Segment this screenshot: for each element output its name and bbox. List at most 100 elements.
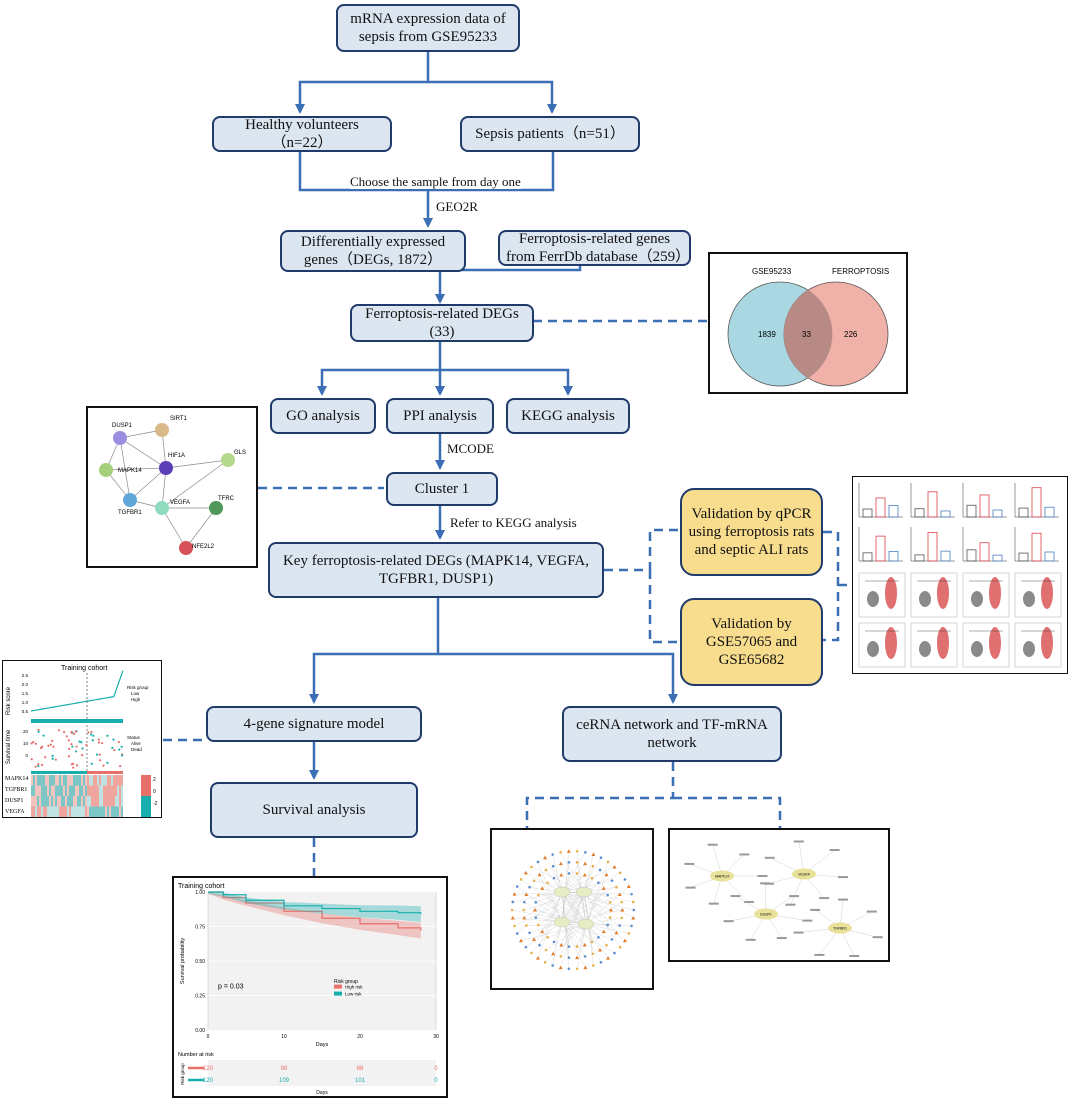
cerna-edge	[537, 861, 563, 923]
heatmap-cell	[111, 796, 113, 807]
heatmap-cell	[69, 775, 71, 786]
km-legend-item: High risk	[345, 985, 363, 990]
heatmap-group-high	[87, 771, 123, 774]
survival-point	[42, 734, 45, 737]
survival-point	[49, 743, 52, 746]
heatmap-cell	[119, 785, 121, 796]
heatmap-cell	[109, 775, 111, 786]
cerna-lncrna-node	[544, 868, 548, 872]
venn-overlap	[783, 290, 833, 378]
violin-sepsis	[989, 577, 1001, 609]
cerna-lncrna-node	[567, 861, 571, 864]
heatmap-cell	[55, 796, 57, 807]
cerna-lncrna-node	[528, 931, 531, 935]
heatmap-cell	[67, 806, 69, 817]
sepsis-node: Sepsis patients（n=51）	[460, 116, 640, 152]
cerna-lncrna-node	[510, 908, 514, 912]
validation-bar	[888, 505, 899, 518]
cerna-lncrna-node	[599, 960, 603, 964]
heatmap-cell	[109, 796, 111, 807]
cerna-edge	[539, 874, 563, 923]
cerna-lncrna-node	[592, 964, 595, 967]
risk-table-count: 109	[279, 1078, 290, 1084]
heatmap-cell	[103, 806, 105, 817]
heatmap-cell	[49, 775, 51, 786]
survival-node: Survival analysis	[210, 782, 418, 838]
violin-frame	[910, 572, 958, 618]
cerna-mirna-node	[591, 852, 596, 857]
cerna-lncrna-node	[583, 955, 587, 958]
heatmap-scale: -2	[153, 801, 158, 807]
ppi-gene-label: DUSP1	[112, 423, 133, 429]
heatmap-cell	[87, 806, 89, 817]
heatmap-cell	[105, 806, 107, 817]
cerna-lncrna-node	[522, 900, 526, 904]
violin-frame	[962, 572, 1010, 618]
cerna-lncrna-node	[623, 878, 627, 881]
survival-point	[102, 764, 105, 767]
heatmap-cell	[41, 785, 43, 796]
survival-point	[80, 741, 83, 744]
survival-point	[72, 766, 75, 769]
ppi-node-circle	[221, 453, 235, 467]
risk-title: Training cohort	[61, 665, 107, 672]
heatmap-cell	[73, 806, 75, 817]
geo2r-label: GEO2R	[436, 199, 478, 214]
heatmap-cell	[61, 796, 63, 807]
tf-target-node	[793, 840, 804, 843]
heatmap-cell	[45, 775, 47, 786]
cerna-edge	[561, 866, 615, 893]
tf-target-node	[785, 903, 796, 906]
heatmap-cell	[79, 796, 81, 807]
cerna-lncrna-node	[590, 940, 594, 944]
km-legend-title: Risk group	[334, 979, 358, 985]
cerna-lncrna-node	[618, 924, 622, 927]
risk-table-area	[208, 1060, 436, 1086]
violin-frame	[858, 572, 906, 618]
survival-point	[71, 745, 74, 748]
validation-bar	[1044, 551, 1055, 562]
survival-point	[70, 763, 73, 766]
ppi-gene-label: SIRT1	[170, 416, 188, 422]
venn-diagram: GSE95233 FERROPTOSIS 1839 33 226	[727, 267, 889, 387]
heatmap-cell	[45, 785, 47, 796]
heatmap-cell	[39, 806, 41, 817]
cerna-edge	[542, 888, 563, 923]
validation-bar	[888, 551, 899, 562]
tf-hub-label: TGFBR1	[833, 927, 847, 931]
survival-point	[113, 749, 116, 752]
heatmap-cell	[83, 785, 85, 796]
heatmap-cell	[105, 796, 107, 807]
tf-hub-node	[792, 868, 816, 880]
heatmap-cell	[79, 785, 81, 796]
violin-control	[1023, 591, 1035, 607]
cerna-mirna-node	[543, 855, 548, 860]
cerna-lncrna-node	[584, 851, 587, 854]
validation-bar	[1044, 506, 1055, 518]
heatmap-cell	[85, 796, 87, 807]
time-ytick: 10	[23, 741, 29, 746]
validation-bar	[927, 532, 938, 562]
heatmap-cell	[67, 796, 69, 807]
heatmap-cell	[121, 775, 123, 786]
heatmap-cell	[99, 796, 101, 807]
km-ci-band	[208, 892, 421, 922]
heatmap-cell	[101, 785, 103, 796]
cerna-edge	[561, 851, 569, 923]
validation-bar	[862, 552, 873, 562]
risk-ytick: 0.5	[22, 709, 29, 714]
heatmap-cell	[49, 785, 51, 796]
survival-point	[106, 761, 109, 764]
survival-point	[98, 759, 102, 762]
heatmap-cell	[53, 785, 55, 796]
heatmap-cell	[103, 785, 105, 796]
signature-node: 4-gene signature model	[206, 706, 422, 742]
tf-target-node	[776, 937, 787, 940]
heatmap-cell	[79, 806, 81, 817]
violin-frame	[1014, 622, 1062, 668]
cerna-edge	[512, 891, 563, 903]
cerna-lncrna-node	[530, 865, 533, 869]
heatmap-cell	[63, 785, 65, 796]
heatmap-cell	[31, 806, 33, 817]
km-legend-swatch	[334, 991, 342, 996]
